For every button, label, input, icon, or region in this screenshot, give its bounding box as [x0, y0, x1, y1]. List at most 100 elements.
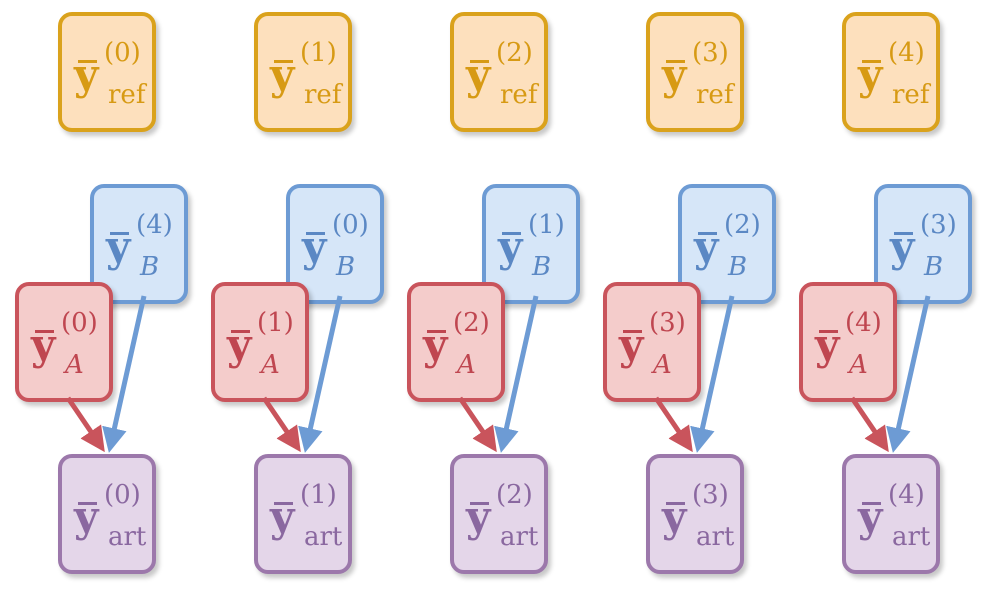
art-node-0: y(0)art [58, 454, 156, 574]
mean-bar [862, 60, 881, 63]
mean-bar [274, 502, 293, 505]
arrow-a-to-art-2 [457, 396, 497, 453]
mean-bar [623, 330, 642, 333]
mean-bar [470, 502, 489, 505]
subscript-label: ref [108, 80, 146, 110]
superscript-index: (4) [888, 480, 925, 510]
mean-bar [78, 60, 97, 63]
B-label: y(3)B [878, 188, 968, 300]
ref-node-2: y(2)ref [450, 12, 548, 132]
ref-label: y(1) ref [258, 16, 348, 128]
vector-symbol: y [694, 222, 719, 271]
mean-bar [427, 330, 446, 333]
ref-label: y(0) ref [62, 16, 152, 128]
subscript-label: art [304, 522, 343, 552]
ref-label: y(4) ref [846, 16, 936, 128]
mean-bar [470, 60, 489, 63]
vector-symbol: y [858, 50, 883, 99]
vector-symbol: y [498, 222, 523, 271]
superscript-index: (3) [692, 480, 729, 510]
arrow-b-to-art-4 [886, 295, 931, 453]
mean-bar [35, 330, 54, 333]
vector-symbol: y [466, 492, 491, 541]
subscript-label: B [728, 252, 748, 282]
A-label: y(3) A [607, 286, 697, 398]
arrow-a-to-art-1 [261, 396, 301, 453]
A-node-0: y(0) A [15, 282, 113, 402]
ref-label: y(3)ref [650, 16, 740, 128]
mean-bar [78, 502, 97, 505]
B-node-4: y(3)B [874, 184, 972, 304]
superscript-index: (4) [136, 210, 173, 240]
vector-symbol: y [302, 222, 327, 271]
ref-node-1: y(1) ref [254, 12, 352, 132]
vector-symbol: y [662, 50, 687, 99]
superscript-index: (0) [61, 308, 98, 338]
subscript-label: art [696, 522, 735, 552]
superscript-index: (3) [649, 308, 686, 338]
vector-symbol: y [74, 50, 99, 99]
superscript-index: (1) [528, 210, 565, 240]
arrow-b-to-art-3 [690, 295, 735, 453]
vector-symbol: y [423, 320, 448, 369]
subscript-label: B [336, 252, 356, 282]
subscript-label: A [261, 350, 280, 380]
subscript-label: ref [892, 80, 930, 110]
mean-bar [666, 502, 685, 505]
vector-symbol: y [815, 320, 840, 369]
subscript-label: A [65, 350, 84, 380]
subscript-label: A [457, 350, 476, 380]
mean-bar [698, 232, 717, 235]
mean-bar [862, 502, 881, 505]
subscript-label: A [653, 350, 672, 380]
mean-bar [274, 60, 293, 63]
A-label: y(2) A [411, 286, 501, 398]
superscript-index: (2) [453, 308, 490, 338]
arrow-a-to-art-4 [849, 396, 889, 453]
superscript-index: (0) [104, 38, 141, 68]
ref-node-4: y(4) ref [842, 12, 940, 132]
mean-bar [231, 330, 250, 333]
art-label: y(2)art [454, 458, 544, 570]
mean-bar [306, 232, 325, 235]
arrow-a-to-art-0 [65, 396, 105, 453]
B-label: y(0) B [290, 188, 380, 300]
vector-symbol: y [662, 492, 687, 541]
A-label: y(4)A [803, 286, 893, 398]
A-node-4: y(4)A [799, 282, 897, 402]
art-node-2: y(2)art [450, 454, 548, 574]
A-label: y(1)A [215, 286, 305, 398]
art-label: y(0)art [62, 458, 152, 570]
superscript-index: (4) [845, 308, 882, 338]
arrow-b-to-art-0 [102, 295, 147, 453]
vector-symbol: y [31, 320, 56, 369]
superscript-index: (0) [332, 210, 369, 240]
subscript-label: B [924, 252, 944, 282]
vector-symbol: y [858, 492, 883, 541]
mean-bar [819, 330, 838, 333]
subscript-label: art [892, 522, 931, 552]
B-node-0: y(4) B [90, 184, 188, 304]
superscript-index: (1) [300, 38, 337, 68]
subscript-label: ref [304, 80, 342, 110]
A-node-2: y(2) A [407, 282, 505, 402]
B-label: y(1)B [486, 188, 576, 300]
B-label: y(4) B [94, 188, 184, 300]
A-node-1: y(1)A [211, 282, 309, 402]
superscript-index: (4) [888, 38, 925, 68]
superscript-index: (1) [300, 480, 337, 510]
vector-symbol: y [270, 50, 295, 99]
subscript-label: B [140, 252, 160, 282]
art-label: y(4) art [846, 458, 936, 570]
vector-symbol: y [890, 222, 915, 271]
subscript-label: ref [500, 80, 538, 110]
subscript-label: art [500, 522, 539, 552]
B-label: y(2) B [682, 188, 772, 300]
vector-symbol: y [106, 222, 131, 271]
vector-symbol: y [619, 320, 644, 369]
vector-symbol: y [227, 320, 252, 369]
vector-symbol: y [466, 50, 491, 99]
mean-bar [894, 232, 913, 235]
superscript-index: (2) [724, 210, 761, 240]
